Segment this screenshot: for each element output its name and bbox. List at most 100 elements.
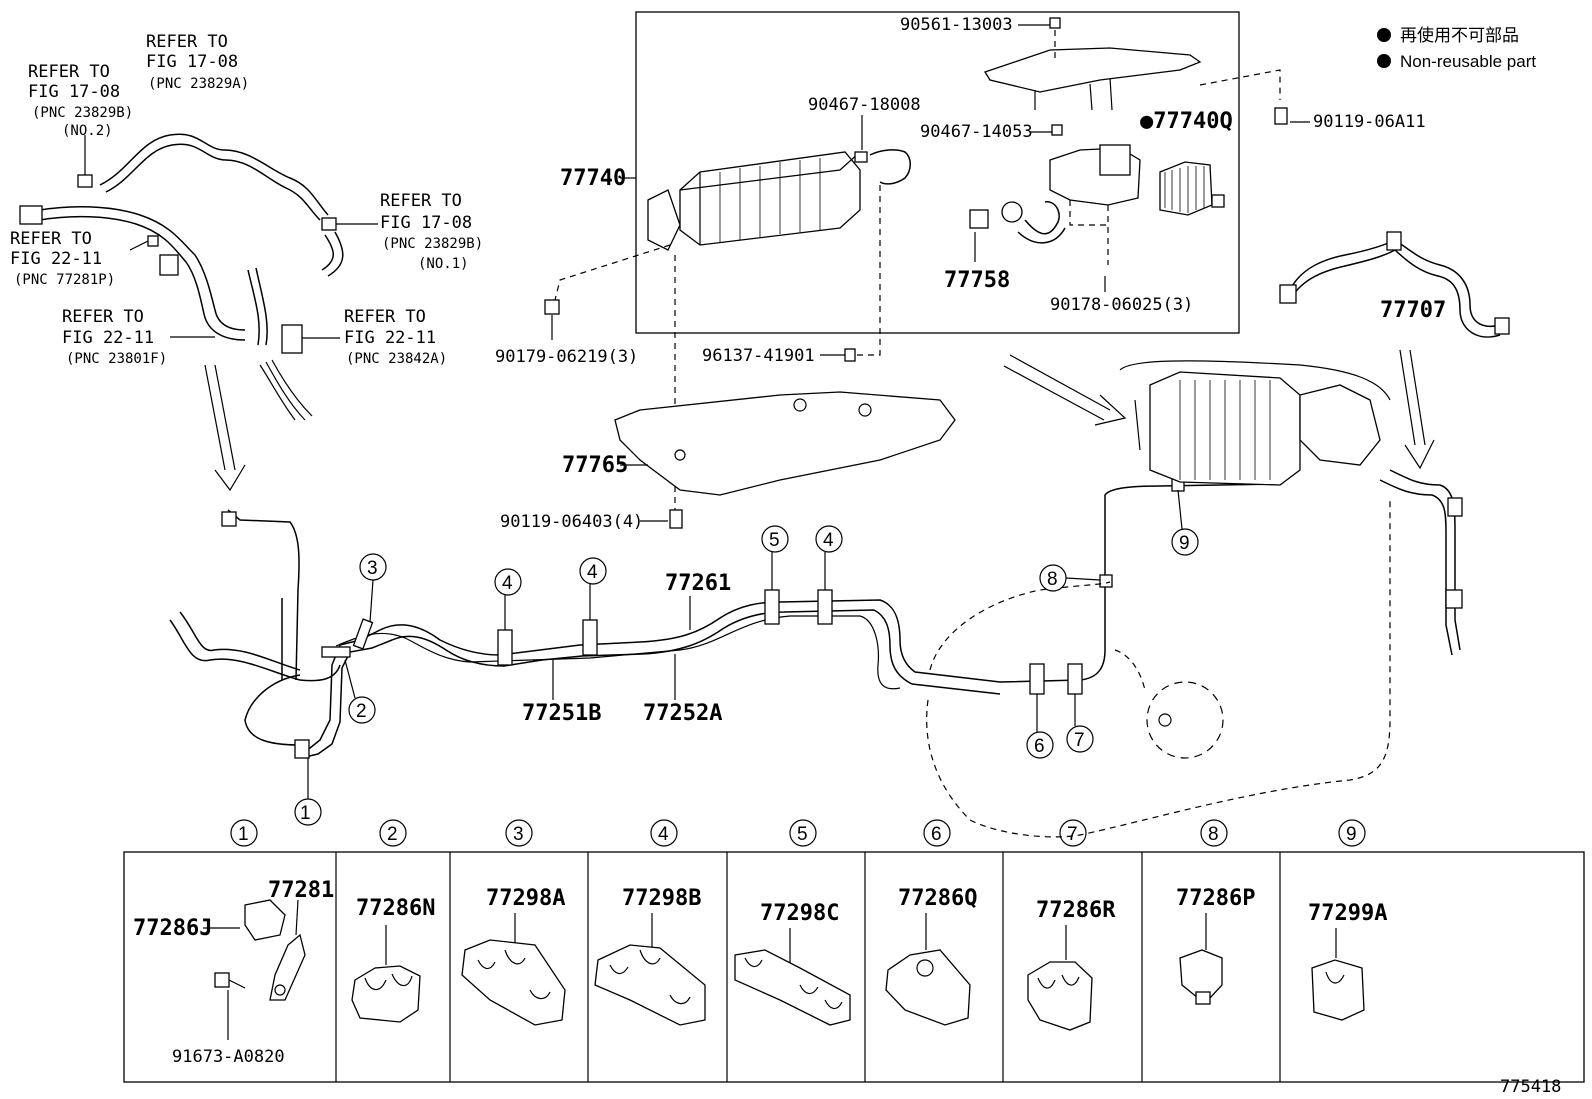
arrow-right-down [1399, 349, 1435, 470]
svg-text:(PNC 23829A): (PNC 23829A) [148, 76, 249, 92]
svg-text:(NO.2): (NO.2) [62, 123, 113, 139]
callout-4b: 4 [579, 557, 607, 620]
svg-text:FIG 22-11: FIG 22-11 [10, 249, 102, 269]
callout-3: 3 [359, 553, 387, 623]
refer-note-5: REFER TO FIG 22-11 (PNC 23801F) [62, 307, 167, 367]
svg-text:4: 4 [658, 824, 669, 845]
svg-text:1: 1 [300, 803, 311, 824]
svg-text:9: 9 [1179, 533, 1190, 554]
canister-labels: 90561-13003 90467-18008 90467-14053 7774… [560, 15, 1233, 315]
hose-assembly-left [19, 133, 378, 421]
svg-text:4: 4 [502, 573, 513, 594]
svg-text:90467-14053: 90467-14053 [920, 122, 1033, 142]
tank-canister [1119, 360, 1391, 486]
svg-text:90178-06025(3): 90178-06025(3) [1050, 295, 1193, 315]
svg-text:5: 5 [797, 824, 808, 845]
svg-text:4: 4 [587, 562, 598, 583]
legend: 再使用不可部品 Non-reusable part [1377, 25, 1536, 71]
svg-text:77252A: 77252A [643, 701, 722, 726]
svg-text:(NO.1): (NO.1) [418, 256, 469, 272]
svg-text:3: 3 [513, 824, 524, 845]
svg-text:9: 9 [1346, 824, 1357, 845]
callout-4a: 4 [494, 568, 522, 630]
arrow-left-down [204, 364, 246, 492]
callout-1: 1 [294, 758, 322, 826]
callouts: 1 2 3 4 4 5 4 6 7 8 9 [294, 489, 1199, 826]
svg-text:96137-41901: 96137-41901 [702, 346, 815, 366]
svg-text:77758: 77758 [944, 268, 1010, 293]
callout-8: 8 [1039, 564, 1101, 592]
svg-text:3: 3 [367, 558, 378, 579]
table-header-1: 1 [230, 819, 258, 847]
svg-text:6: 6 [931, 824, 942, 845]
svg-text:REFER TO: REFER TO [62, 307, 144, 327]
svg-text:77286J: 77286J [133, 916, 212, 941]
svg-text:6: 6 [1034, 736, 1045, 757]
callout-7: 7 [1066, 694, 1094, 753]
hose-77707: 77707 [1279, 231, 1510, 338]
callout-6: 6 [1026, 694, 1054, 759]
svg-text:90119-06A11: 90119-06A11 [1313, 112, 1426, 132]
refer-note-6: REFER TO FIG 22-11 (PNC 23842A) [344, 307, 447, 367]
line-labels: 77261 77251B 77252A [522, 571, 731, 726]
charcoal-canister [647, 149, 911, 251]
cell-5: 77298C [734, 901, 851, 1026]
callout-9: 9 [1171, 489, 1199, 556]
bolt-90179: 90179-06219(3) [495, 244, 671, 367]
svg-text:77298A: 77298A [486, 886, 565, 911]
svg-text:4: 4 [823, 530, 834, 551]
svg-text:77707: 77707 [1380, 298, 1446, 323]
filter-77740q [1159, 161, 1225, 216]
svg-text:8: 8 [1208, 824, 1219, 845]
svg-text:91673-A0820: 91673-A0820 [172, 1047, 285, 1067]
clip-96137: 96137-41901 [702, 185, 881, 366]
svg-text:(PNC 23801F): (PNC 23801F) [66, 351, 167, 367]
svg-text:7: 7 [1067, 824, 1078, 845]
svg-text:(PNC 23842A): (PNC 23842A) [346, 351, 447, 367]
figure-id: 775418 [1500, 1077, 1561, 1097]
svg-text:90467-18008: 90467-18008 [808, 95, 921, 115]
table-header-4: 4 [650, 819, 678, 847]
svg-text:77286P: 77286P [1176, 886, 1255, 911]
svg-text:77251B: 77251B [522, 701, 601, 726]
svg-text:77286R: 77286R [1036, 898, 1116, 923]
svg-text:90179-06219(3): 90179-06219(3) [495, 347, 638, 367]
svg-text:(PNC 77281P): (PNC 77281P) [14, 272, 115, 288]
svg-text:8: 8 [1047, 569, 1058, 590]
legend-jp: 再使用不可部品 [1400, 25, 1519, 45]
svg-text:77298B: 77298B [622, 886, 701, 911]
cell-8: 77286P [1176, 886, 1255, 1005]
cell-6: 77286Q [885, 886, 977, 1026]
vsv-valve [1049, 144, 1141, 265]
table-header-7: 7 [1059, 819, 1087, 847]
svg-text:1: 1 [238, 824, 249, 845]
bolt-90119-06403: 90119-06403(4) [500, 509, 683, 532]
svg-text:7: 7 [1074, 730, 1085, 751]
svg-text:5: 5 [769, 530, 780, 551]
svg-text:FIG 22-11: FIG 22-11 [344, 328, 436, 348]
svg-text:REFER TO: REFER TO [380, 191, 462, 211]
callout-2: 2 [344, 659, 376, 724]
refer-note-3: REFER TO FIG 17-08 (PNC 23829B) (NO.1) [380, 191, 483, 272]
refer-note-1: REFER TO FIG 17-08 (PNC 23829A) [146, 32, 249, 92]
svg-text:90119-06403(4): 90119-06403(4) [500, 512, 643, 532]
svg-text:90561-13003: 90561-13003 [900, 15, 1013, 35]
cell-4: 77298B [594, 886, 706, 1026]
canister-box [635, 11, 1240, 334]
svg-text:77740: 77740 [560, 166, 626, 191]
under-cover-77765: 77765 [562, 391, 956, 496]
cell-3: 77298A [461, 886, 566, 1026]
svg-text:77286Q: 77286Q [898, 886, 977, 911]
cell-7: 77286R [1027, 898, 1116, 1031]
cell-1: 77281 77286J 91673-A0820 [133, 878, 334, 1067]
callout-4c: 4 [815, 525, 843, 590]
svg-text:REFER TO: REFER TO [344, 307, 426, 327]
bracket-top [984, 17, 1281, 136]
svg-text:77299A: 77299A [1308, 901, 1387, 926]
refer-note-2: REFER TO FIG 17-08 (PNC 23829B) (NO.2) [28, 62, 133, 139]
svg-text:REFER TO: REFER TO [28, 62, 110, 82]
hose-77758 [969, 201, 1066, 244]
svg-text:FIG 17-08: FIG 17-08 [380, 213, 472, 233]
clamp-table: 1 2 3 4 5 6 7 8 9 77281 77286J 91673-A08… [123, 819, 1585, 1083]
